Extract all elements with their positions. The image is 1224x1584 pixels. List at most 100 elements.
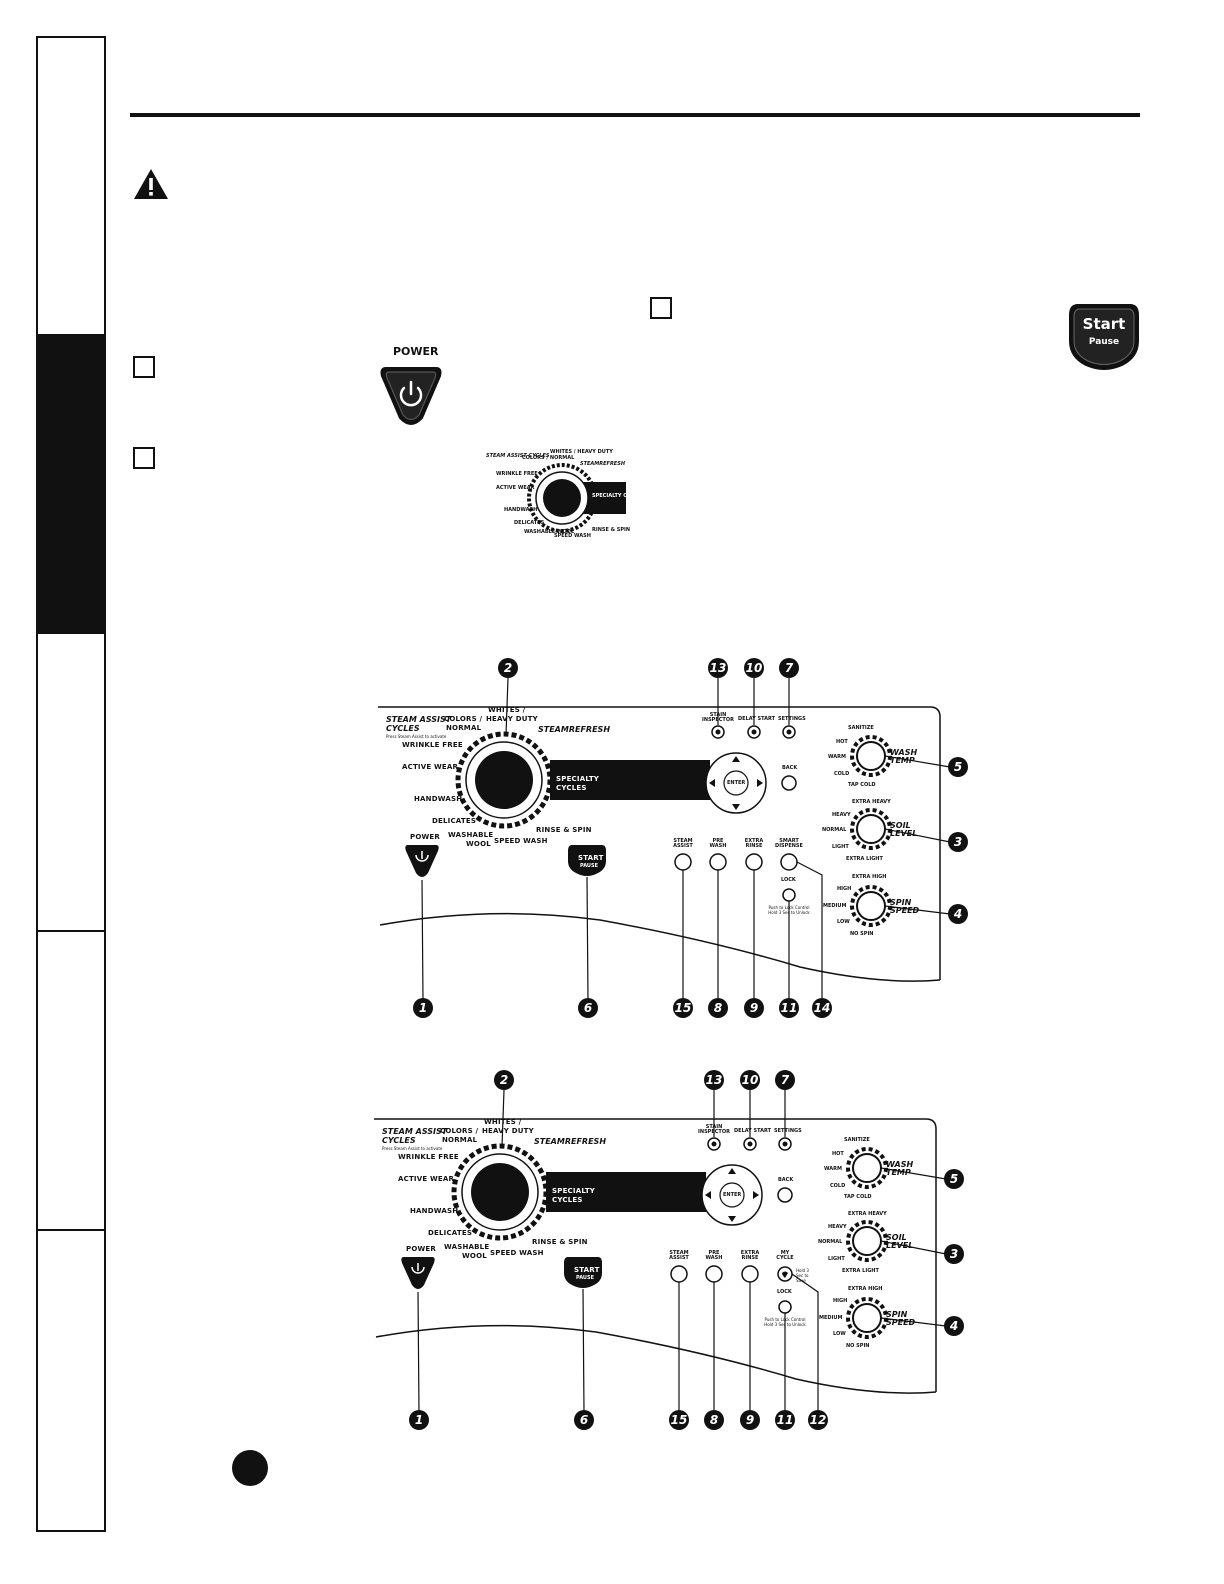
- callout-number: 3: [948, 832, 968, 852]
- dial-label: Washable: [444, 1243, 490, 1251]
- knob-setting: Extra Light: [846, 856, 883, 862]
- knob-label: Soil Level: [886, 1233, 914, 1250]
- dial-label: Steam Assist: [386, 715, 452, 724]
- dial-label: Wrinkle Free: [402, 741, 463, 749]
- power-label: Power: [410, 833, 440, 841]
- dial-label: Cycles: [386, 724, 420, 733]
- button-label: Smart Dispense: [775, 838, 803, 849]
- knob-setting: No Spin: [846, 1343, 870, 1349]
- callout-number: 4: [948, 904, 968, 924]
- knob-setting: Medium: [823, 903, 847, 909]
- knob-label: Wash Temp: [886, 1160, 914, 1177]
- knob-setting: Tap Cold: [848, 782, 876, 788]
- dial-label: Washable: [448, 831, 494, 839]
- button-label: Settings: [774, 1128, 802, 1134]
- pause-label: Pause: [580, 863, 598, 869]
- callout-number: 6: [574, 1410, 594, 1430]
- callout-number: 15: [669, 1410, 689, 1430]
- callout-number: 1: [409, 1410, 429, 1430]
- control-panel-diagram-2: Steam Assist Cycles Press Steam Assist t…: [366, 1067, 964, 1437]
- dial-label: Active Wear: [398, 1175, 455, 1183]
- knob-setting: Low: [837, 919, 850, 925]
- button-label: Extra Rinse: [744, 838, 764, 849]
- section-tab-active: [36, 334, 106, 634]
- button-label: Delay Start: [738, 716, 776, 722]
- dial-label: Active Wear: [496, 485, 535, 491]
- display-label: Specialty: [552, 1187, 596, 1195]
- dial-label: Rinse & Spin: [592, 527, 631, 533]
- button-label: Settings: [778, 716, 806, 722]
- power-label: Power: [406, 1245, 436, 1253]
- dial-label: Speed Wash: [490, 1249, 544, 1257]
- knob-setting: Extra Light: [842, 1268, 879, 1274]
- dial-label: Rinse & Spin: [536, 826, 592, 834]
- knob-setting: Extra Heavy: [848, 1211, 887, 1217]
- lock-note: Push to Lock Control Hold 3 Sec to Unloc…: [764, 1317, 806, 1327]
- knob-setting: Medium: [819, 1315, 843, 1321]
- dial-label: Steam Assist: [382, 1127, 448, 1136]
- dial-label: Wool: [466, 840, 491, 848]
- panel-outline: [374, 1089, 947, 1413]
- dial-label: Wrinkle Free: [398, 1153, 459, 1161]
- callout-number: 6: [578, 998, 598, 1018]
- start-label: Start: [1082, 315, 1126, 333]
- start-label: Start: [574, 1266, 600, 1274]
- knob-setting: Normal: [818, 1239, 843, 1245]
- page-number-badge: [232, 1450, 268, 1486]
- dial-label: Speed Wash: [554, 533, 591, 539]
- start-pause-illustration: Start Pause: [1068, 299, 1140, 371]
- button-label: Steam Assist: [669, 1250, 689, 1261]
- my-cycle-note: Hold 3 Sec to Save: [796, 1268, 809, 1283]
- callout-number: 3: [944, 1244, 964, 1264]
- button-label: Stain Inspector: [698, 1124, 730, 1135]
- display-label: Cycles: [552, 1196, 583, 1204]
- callout-number: 4: [944, 1316, 964, 1336]
- dial-label: SteamRefresh: [580, 461, 626, 467]
- callout-number: 2: [494, 1070, 514, 1090]
- callout-number: 14: [812, 998, 832, 1018]
- dial-label: Wool: [462, 1252, 487, 1260]
- knob-setting: Hot: [836, 739, 848, 745]
- button-label: Extra Rinse: [740, 1250, 760, 1261]
- dial-label: Whites /: [488, 706, 526, 714]
- dial-label: Heavy Duty: [482, 1127, 534, 1135]
- back-label: Back: [778, 1177, 794, 1183]
- knob-setting: High: [837, 886, 852, 892]
- knob-setting: Light: [832, 844, 849, 850]
- callout-number: 7: [775, 1070, 795, 1090]
- enter-label: Enter: [727, 780, 746, 786]
- knob-setting: Sanitize: [844, 1137, 870, 1143]
- knob-setting: Cold: [834, 771, 850, 777]
- callout-number: 13: [704, 1070, 724, 1090]
- panel-outline: [378, 677, 951, 1001]
- dial-label: Cycles: [382, 1136, 416, 1145]
- step-checkbox: [133, 356, 155, 378]
- knob-label: Soil Level: [890, 821, 918, 838]
- knob-label: Spin Speed: [886, 1310, 916, 1327]
- callout-number: 13: [708, 658, 728, 678]
- dial-label: Speed Wash: [494, 837, 548, 845]
- dial-label: Whites / Heavy Duty: [550, 449, 613, 455]
- button-label: Delay Start: [734, 1128, 772, 1134]
- callout-number: 2: [498, 658, 518, 678]
- callout-number: 9: [744, 998, 764, 1018]
- dial-note: Press Steam Assist to activate: [386, 734, 447, 739]
- start-label: Start: [578, 854, 604, 862]
- dial-label: Colors / Normal: [522, 455, 575, 461]
- knob-label: Spin Speed: [890, 898, 920, 915]
- dial-label: Whites /: [484, 1118, 522, 1126]
- button-label: Stain Inspector: [702, 712, 734, 723]
- dial-label: SteamRefresh: [538, 725, 611, 734]
- callout-number: 8: [704, 1410, 724, 1430]
- section-tab-divider: [36, 930, 106, 932]
- dial-label: Delicates: [428, 1229, 473, 1237]
- lock-note: Push to Lock Control Hold 3 Sec to Unloc…: [768, 905, 810, 915]
- knob-label: Wash Temp: [890, 748, 918, 765]
- callout-number: 5: [944, 1169, 964, 1189]
- power-icon: [399, 380, 423, 407]
- knob-setting: Normal: [822, 827, 847, 833]
- callout-number: 7: [779, 658, 799, 678]
- dial-label: Normal: [446, 724, 482, 732]
- dial-label: Steam Assist Cycles: [486, 453, 550, 459]
- dial-label: Delicates: [432, 817, 477, 825]
